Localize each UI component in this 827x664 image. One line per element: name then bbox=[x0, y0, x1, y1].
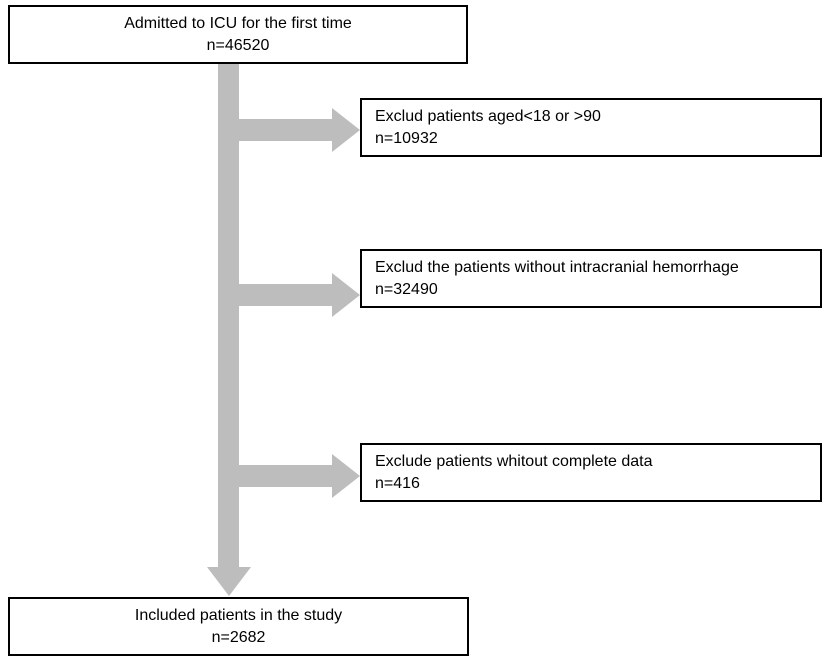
end-box-count: n=2682 bbox=[211, 628, 266, 646]
start-box-label: Admitted to ICU for the first time bbox=[124, 14, 352, 32]
branch-arrow-1-shaft bbox=[239, 119, 332, 141]
exclusion-box-age: Exclud patients aged<18 or >90 n=10932 bbox=[360, 98, 822, 157]
exclusion-box-incomplete-data: Exclude patients whitout complete data n… bbox=[360, 443, 822, 502]
end-box-label: Included patients in the study bbox=[134, 606, 343, 624]
exclusion-box-label: Exclud patients aged<18 or >90 bbox=[375, 107, 601, 125]
down-arrow-shaft bbox=[218, 64, 239, 567]
exclusion-box-label: Exclude patients whitout complete data bbox=[375, 452, 653, 470]
branch-arrow-3-head-icon bbox=[332, 454, 360, 498]
branch-arrow-2-shaft bbox=[239, 284, 332, 306]
branch-arrow-3-shaft bbox=[239, 465, 332, 487]
exclusion-box-count: n=10932 bbox=[375, 129, 438, 147]
branch-arrow-2-head-icon bbox=[332, 273, 360, 317]
start-box: Admitted to ICU for the first time n=465… bbox=[8, 5, 468, 64]
down-arrow-head-icon bbox=[207, 567, 251, 596]
exclusion-box-label: Exclud the patients without intracranial… bbox=[375, 258, 739, 276]
exclusion-box-hemorrhage: Exclud the patients without intracranial… bbox=[360, 249, 822, 308]
end-box: Included patients in the study n=2682 bbox=[8, 597, 469, 656]
branch-arrow-1-head-icon bbox=[332, 108, 360, 152]
exclusion-box-count: n=416 bbox=[375, 474, 420, 492]
start-box-count: n=46520 bbox=[206, 36, 270, 54]
exclusion-box-count: n=32490 bbox=[375, 280, 438, 298]
